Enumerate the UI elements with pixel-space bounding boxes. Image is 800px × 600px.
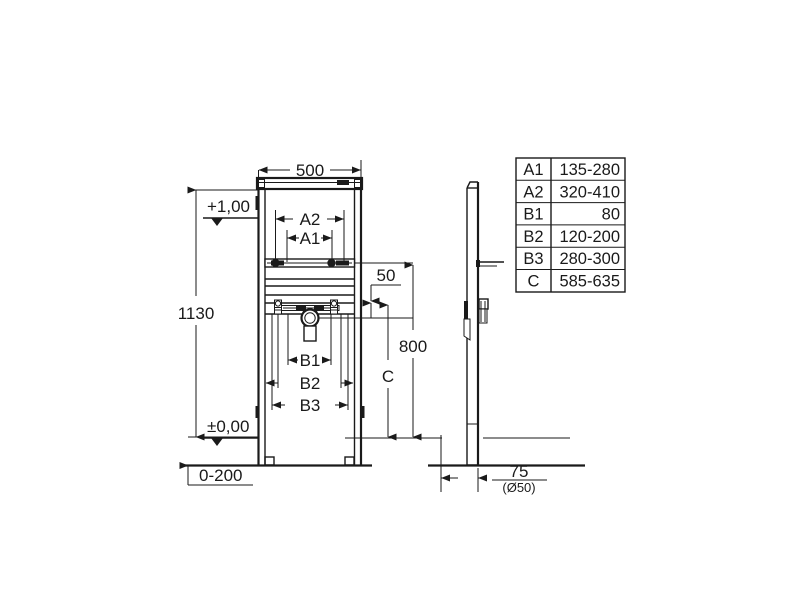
elevation-upper-label: +1,00 xyxy=(207,197,250,216)
side-bracket-right-lower xyxy=(478,308,488,324)
dim-label-pipe-diameter: (Ø50) xyxy=(502,480,535,495)
dim-label-75: 75 xyxy=(510,462,529,481)
spec-row-value-2: 80 xyxy=(602,206,620,224)
spec-row-code-0: A1 xyxy=(523,161,543,179)
dim-label-b3: B3 xyxy=(300,396,321,415)
stud-assembly-right xyxy=(330,299,338,315)
frame-top-left-corner-block xyxy=(258,179,265,188)
dim-label-c: C xyxy=(382,367,394,386)
dim-label-50: 50 xyxy=(377,266,396,285)
drain-trap-fitting xyxy=(300,308,320,342)
side-bracket-right-upper xyxy=(478,298,489,310)
stud-assembly-left xyxy=(274,299,282,315)
dimension-a2: A2 xyxy=(275,210,345,262)
dim-label-b2: B2 xyxy=(300,374,321,393)
trap-downpipe xyxy=(303,325,317,342)
left-foot-plate xyxy=(264,456,275,466)
side-bracket-left-tab xyxy=(464,301,468,319)
dim-label-b1: B1 xyxy=(300,351,321,370)
spec-row-code-1: A2 xyxy=(523,183,543,201)
side-bracket-group xyxy=(463,298,489,341)
elevation-lower-triangle-icon xyxy=(211,438,223,446)
dim-label-a1: A1 xyxy=(300,229,321,248)
dimension-a1: A1 xyxy=(286,229,333,262)
spec-row-value-5: 585-635 xyxy=(559,273,620,291)
spec-row-code-5: C xyxy=(528,273,540,291)
spec-table: A1 135-280 A2 320-410 B1 80 B2 120-200 B… xyxy=(515,157,626,293)
frame-left-post-upper-notch xyxy=(255,196,259,210)
dimension-b1: B1 xyxy=(287,314,332,370)
side-arm-root-block xyxy=(476,260,480,267)
frame-top-clamp-block xyxy=(337,180,349,185)
side-view xyxy=(428,181,585,467)
stud-right-head xyxy=(330,300,338,307)
side-profile-top-chamfer xyxy=(466,181,478,189)
support-bar-clip-right xyxy=(314,305,324,311)
right-foot-plate xyxy=(344,456,355,466)
frame-right-post-lower-notch xyxy=(361,406,365,418)
elevation-mark-lower: ±0,00 xyxy=(203,417,259,446)
elevation-mark-upper: +1,00 xyxy=(203,197,259,226)
dim-label-1130: 1130 xyxy=(178,304,215,323)
dim-label-0-200: 0-200 xyxy=(199,466,242,485)
dimension-depth-75: 75 (Ø50) xyxy=(440,435,547,495)
frame-left-post-lower-notch xyxy=(255,406,259,418)
dimension-overall-width: 500 xyxy=(258,160,362,180)
spec-row-code-3: B2 xyxy=(523,228,543,246)
dimension-800: 800 xyxy=(399,261,427,441)
elevation-upper-triangle-icon xyxy=(211,218,223,226)
spec-row-value-4: 280-300 xyxy=(559,250,620,268)
spec-row-value-1: 320-410 xyxy=(559,183,620,201)
dim-label-500: 500 xyxy=(296,161,324,180)
dimension-50: 50 xyxy=(362,266,401,318)
stud-left-head xyxy=(274,300,282,307)
dimension-overall-height: 1130 xyxy=(178,186,259,441)
side-bracket-left-body xyxy=(463,318,471,341)
trap-pipe-bore xyxy=(304,312,316,324)
anchor-stud-right xyxy=(327,258,336,268)
dimension-leg-adjust: 0-200 xyxy=(179,462,253,486)
dim-label-800: 800 xyxy=(399,337,427,356)
spec-row-code-2: B1 xyxy=(523,206,543,224)
frame-top-right-corner-block xyxy=(354,179,361,188)
spec-row-value-0: 135-280 xyxy=(559,161,620,179)
side-mounting-arm xyxy=(476,260,504,267)
dimension-b2: B2 xyxy=(265,314,354,393)
dim-label-a2: A2 xyxy=(300,210,321,229)
spec-row-code-4: B3 xyxy=(523,250,543,268)
frame-top-rail-outer xyxy=(255,176,364,191)
anchor-stud-left xyxy=(271,258,280,268)
spec-row-value-3: 120-200 xyxy=(559,228,620,246)
dimension-c: C xyxy=(379,301,397,441)
elevation-lower-label: ±0,00 xyxy=(207,417,249,436)
dimension-b3: B3 xyxy=(271,314,349,415)
support-bar-clip-left xyxy=(296,305,306,311)
upper-rail-slot-right xyxy=(336,260,349,266)
